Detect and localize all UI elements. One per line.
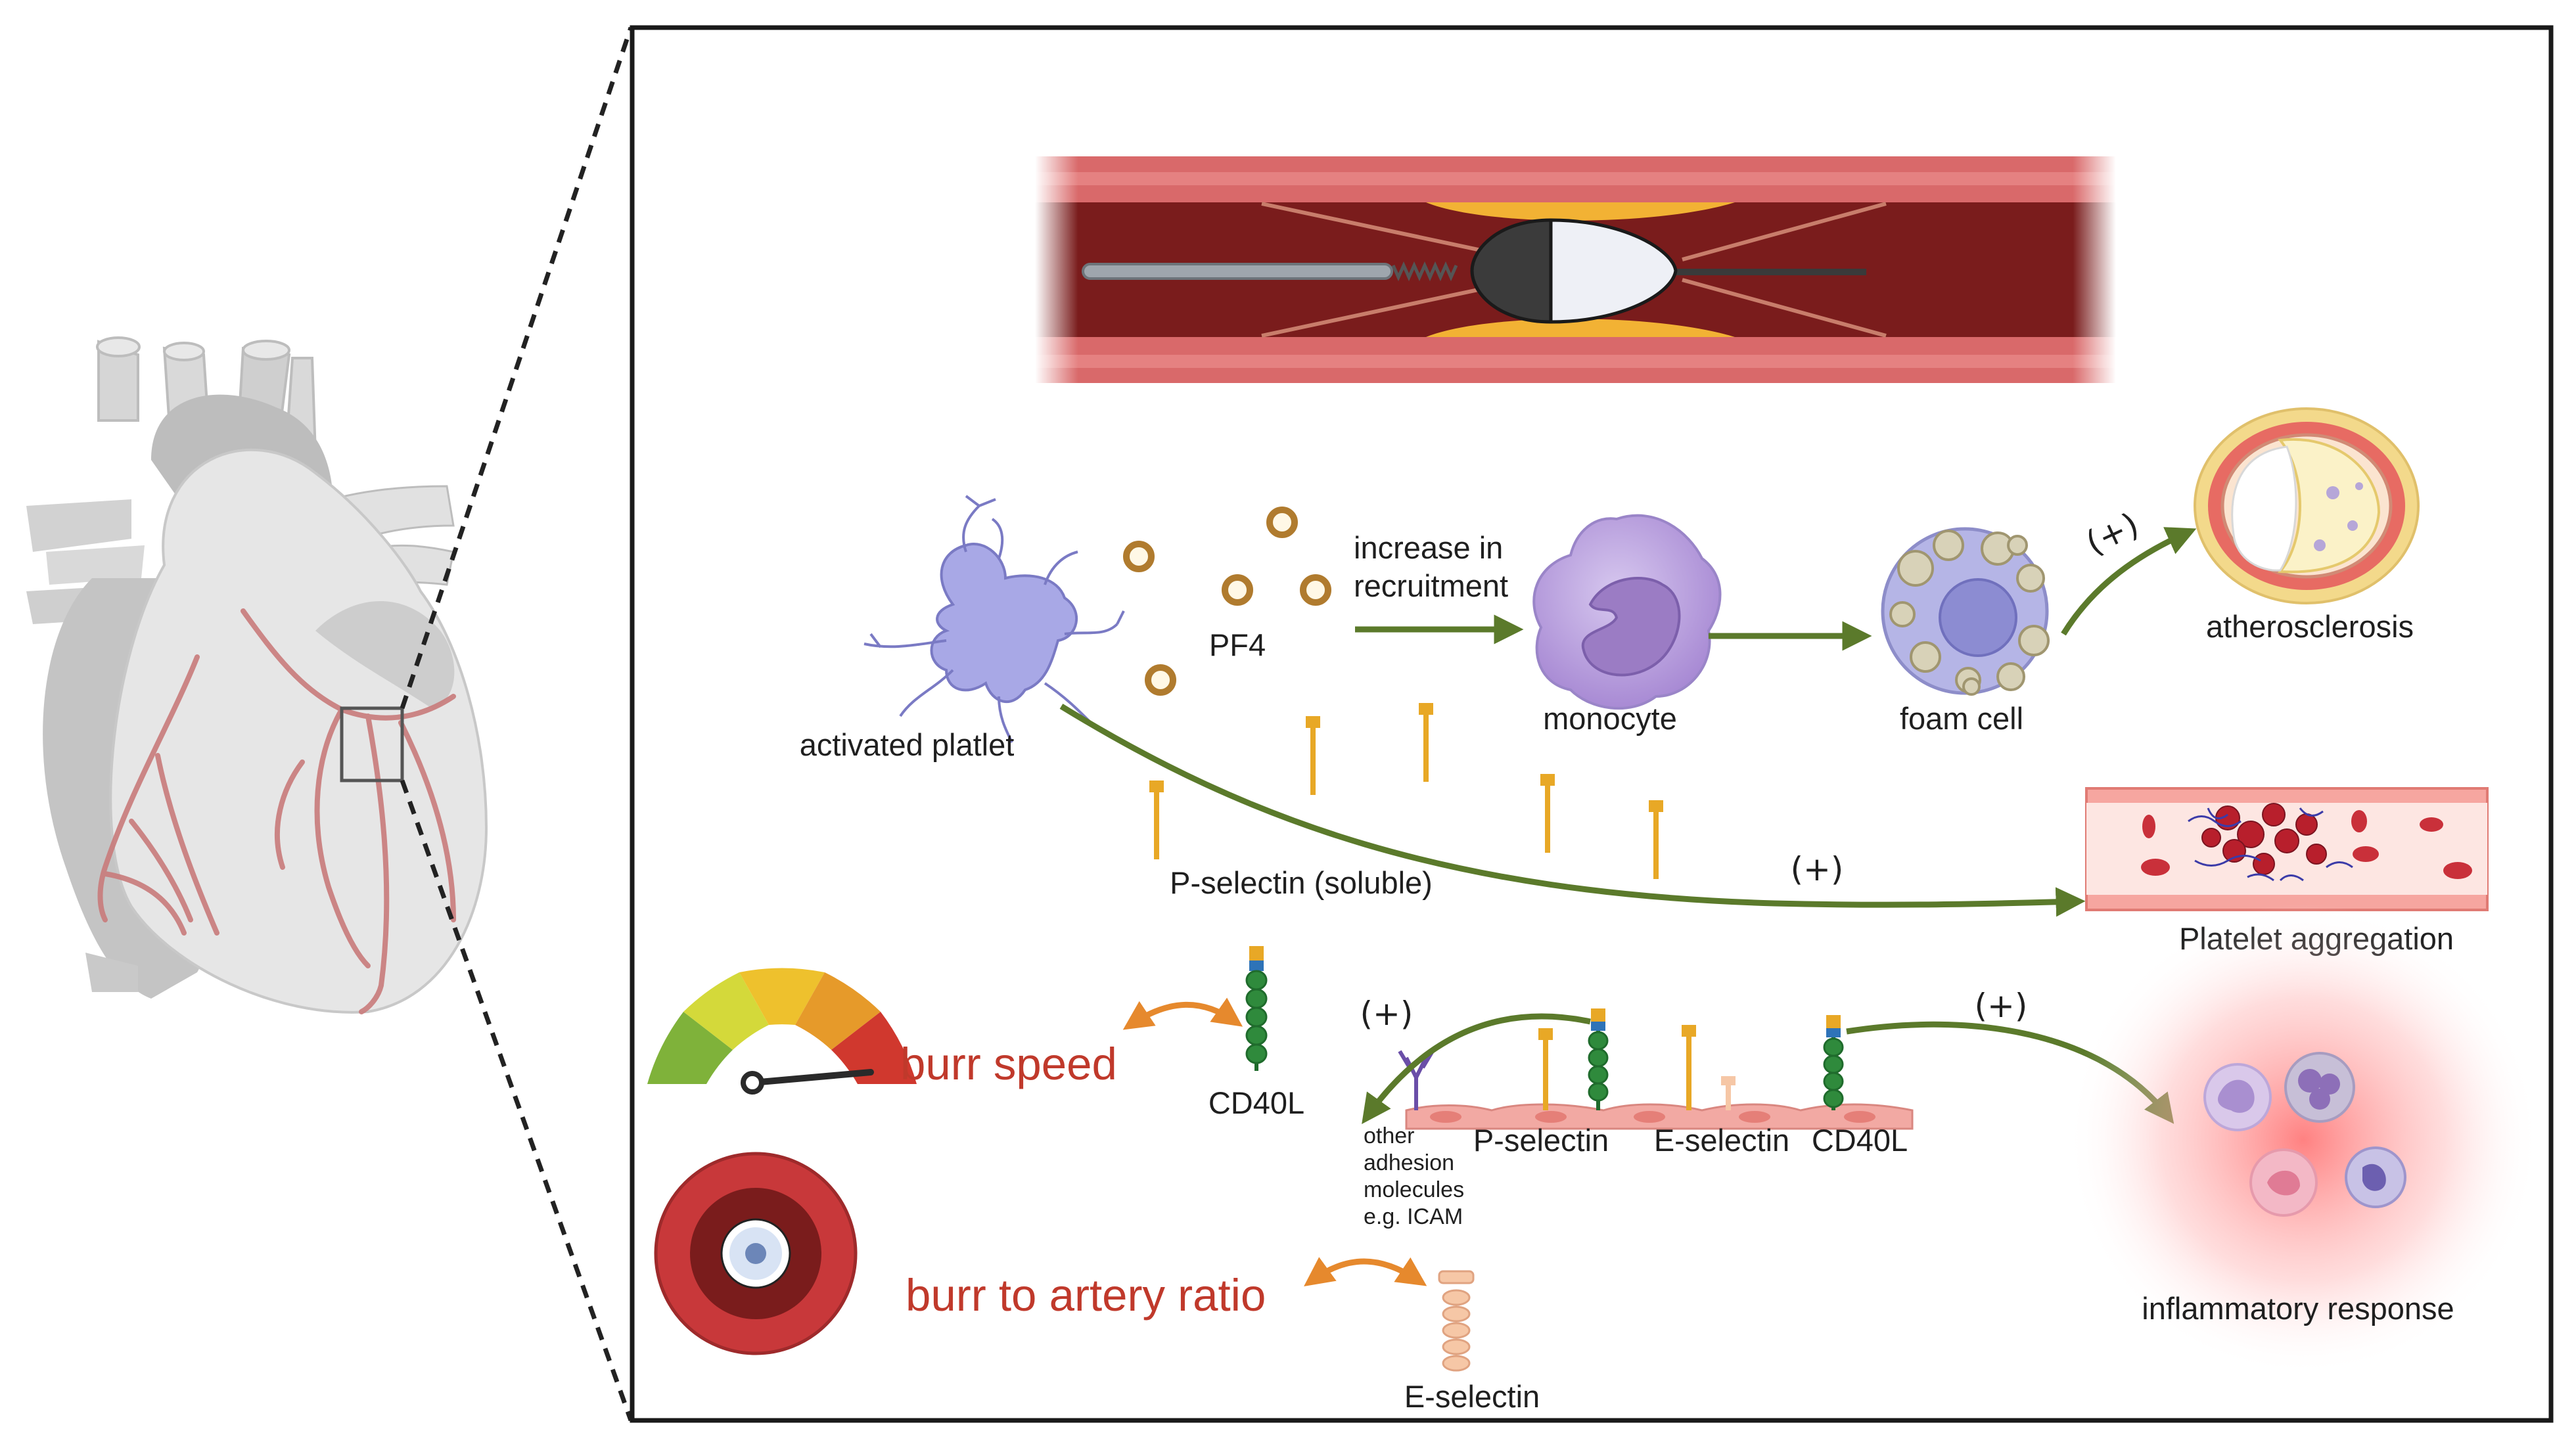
label-burr-to-artery-ratio: burr to artery ratio [906,1270,1266,1321]
arrow-burr-speed-cd40l [1122,997,1243,1030]
label-foam-cell: foam cell [1900,701,2023,736]
label-e-selectin-membrane: E-selectin [1654,1123,1789,1158]
label-molecules: molecules [1364,1177,1464,1202]
label-cd40l-membrane: CD40L [1812,1123,1908,1158]
endothelial-membrane [1398,1008,1914,1130]
plus-aggregation: (+) [1791,850,1844,888]
label-other: other [1364,1123,1415,1148]
label-atherosclerosis: atherosclerosis [2206,609,2414,644]
arrow-foam-to-atherosclerosis [2061,527,2197,636]
plus-inflammatory: (+) [1975,987,2028,1025]
monocyte-icon [1532,514,1722,710]
heart-illustration [26,336,488,1014]
label-increase-in: increase in [1354,530,1503,565]
label-adhesion: adhesion [1364,1150,1454,1175]
platelet-icon [863,495,1125,743]
zoom-frame [630,25,2554,1423]
inflammatory-cells-icon [2067,903,2540,1376]
label-burr-speed: burr speed [900,1039,1117,1089]
label-cd40l: CD40L [1208,1085,1304,1120]
plus-foam-athero: (+) [2081,505,2145,562]
label-eg-icam: e.g. ICAM [1364,1204,1463,1229]
burr-cross-section-icon [654,1152,858,1355]
label-p-selectin-membrane: P-selectin [1473,1123,1609,1158]
label-recruitment: recruitment [1354,568,1508,603]
label-pf4: PF4 [1209,627,1266,662]
zoom-line-top [400,26,633,710]
artery-cross-section-icon [2194,407,2420,604]
label-monocyte: monocyte [1543,701,1677,736]
e-selectin-icon [1438,1270,1475,1372]
cd40l-icon [1245,946,1268,1071]
label-p-selectin-soluble: P-selectin (soluble) [1170,865,1433,900]
soluble-p-selectin-icons [1149,703,1663,879]
blood-vessel-icon [2085,787,2489,911]
zoom-line-bottom [400,779,633,1422]
gauge-icon [647,968,917,1095]
pf4-particles [1123,507,1331,696]
arrow-to-adhesion [1362,1013,1591,1124]
label-activated-platlet: activated platlet [800,727,1015,762]
foam-cell-icon [1881,527,2050,696]
arrow-platelet-to-aggregation [1059,704,2086,917]
arrow-ratio-e-selectin [1304,1257,1427,1286]
label-e-selectin-bottom: E-selectin [1404,1379,1540,1414]
magnify-box [340,706,404,782]
plus-adhesion: (+) [1360,995,1414,1033]
rotational-atherectomy-burr [1035,156,2116,383]
label-inflammatory-response: inflammatory response [2142,1291,2454,1326]
